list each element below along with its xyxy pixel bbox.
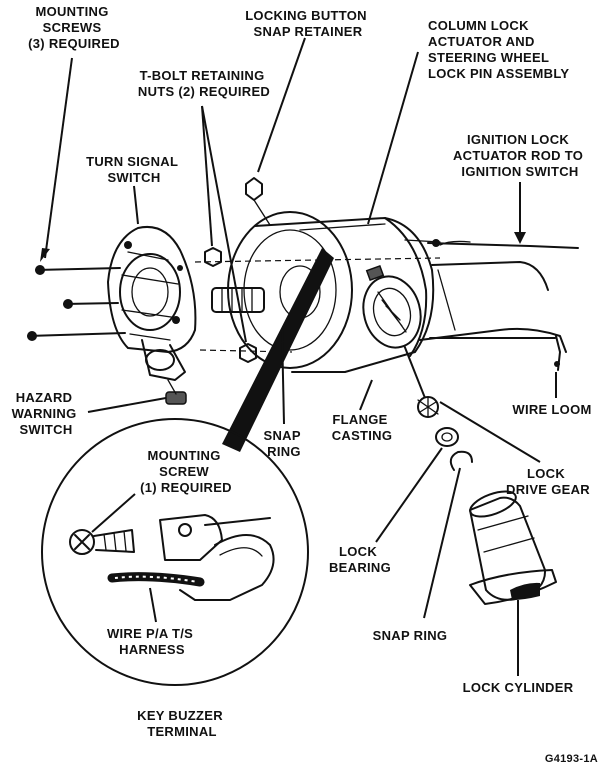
hazard-warning-knob: [165, 379, 187, 405]
detail-screw: [69, 529, 135, 555]
column-tube: [419, 240, 567, 353]
wire-loom: [429, 335, 561, 371]
center-shaft: [211, 287, 265, 313]
label-lock-drive-gear: LOCK DRIVE GEAR: [506, 466, 590, 497]
lock-cavity: [362, 264, 422, 349]
label-wire-loom: WIRE LOOM: [512, 402, 591, 417]
label-locking-button: LOCKING BUTTON SNAP RETAINER: [245, 8, 371, 39]
detail-wire-harness: [107, 572, 205, 587]
lock-cylinder-part: [469, 490, 557, 605]
label-wire-harness: WIRE P/A T/S HARNESS: [107, 626, 197, 657]
label-ignition-rod: IGNITION LOCK ACTUATOR ROD TO IGNITION S…: [453, 132, 587, 179]
label-mounting-screw-one: MOUNTING SCREW (1) REQUIRED: [140, 448, 232, 495]
detail-buzzer-terminal: [159, 514, 275, 601]
column-drawing: [27, 37, 579, 686]
lock-bearing-part: [435, 427, 459, 447]
snap-retainer: [245, 177, 271, 226]
label-hazard-switch: HAZARD WARNING SWITCH: [12, 390, 81, 437]
label-flange-casting: FLANGE CASTING: [332, 412, 393, 443]
label-lock-cylinder: LOCK CYLINDER: [463, 680, 574, 695]
mounting-screws-three: [27, 265, 126, 341]
label-lock-bearing: LOCK BEARING: [329, 544, 391, 575]
figure-code: G4193-1A: [545, 753, 598, 765]
snap-ring-part: [449, 450, 473, 471]
label-key-buzzer-terminal: KEY BUZZER TERMINAL: [137, 708, 227, 739]
turn-signal-switch: [107, 226, 197, 381]
label-t-bolt-nuts: T-BOLT RETAINING NUTS (2) REQUIRED: [138, 68, 270, 99]
upper-column-housing: [227, 211, 435, 373]
lock-drive-gear-part: [417, 396, 439, 418]
label-snap-ring-lower: SNAP RING: [373, 628, 448, 643]
label-snap-ring-upper: SNAP RING: [263, 428, 304, 459]
leader-lines: [40, 37, 557, 676]
label-turn-signal-switch: TURN SIGNAL SWITCH: [86, 154, 182, 185]
detail-pointer-wedge: [222, 248, 334, 452]
label-mounting-screws: MOUNTING SCREWS (3) REQUIRED: [28, 4, 120, 51]
ignition-actuator-rod: [404, 239, 579, 249]
label-column-lock: COLUMN LOCK ACTUATOR AND STEERING WHEEL …: [428, 18, 569, 81]
detail-circle: [41, 418, 309, 686]
labels: MOUNTING SCREWS (3) REQUIRED LOCKING BUT…: [12, 4, 598, 765]
